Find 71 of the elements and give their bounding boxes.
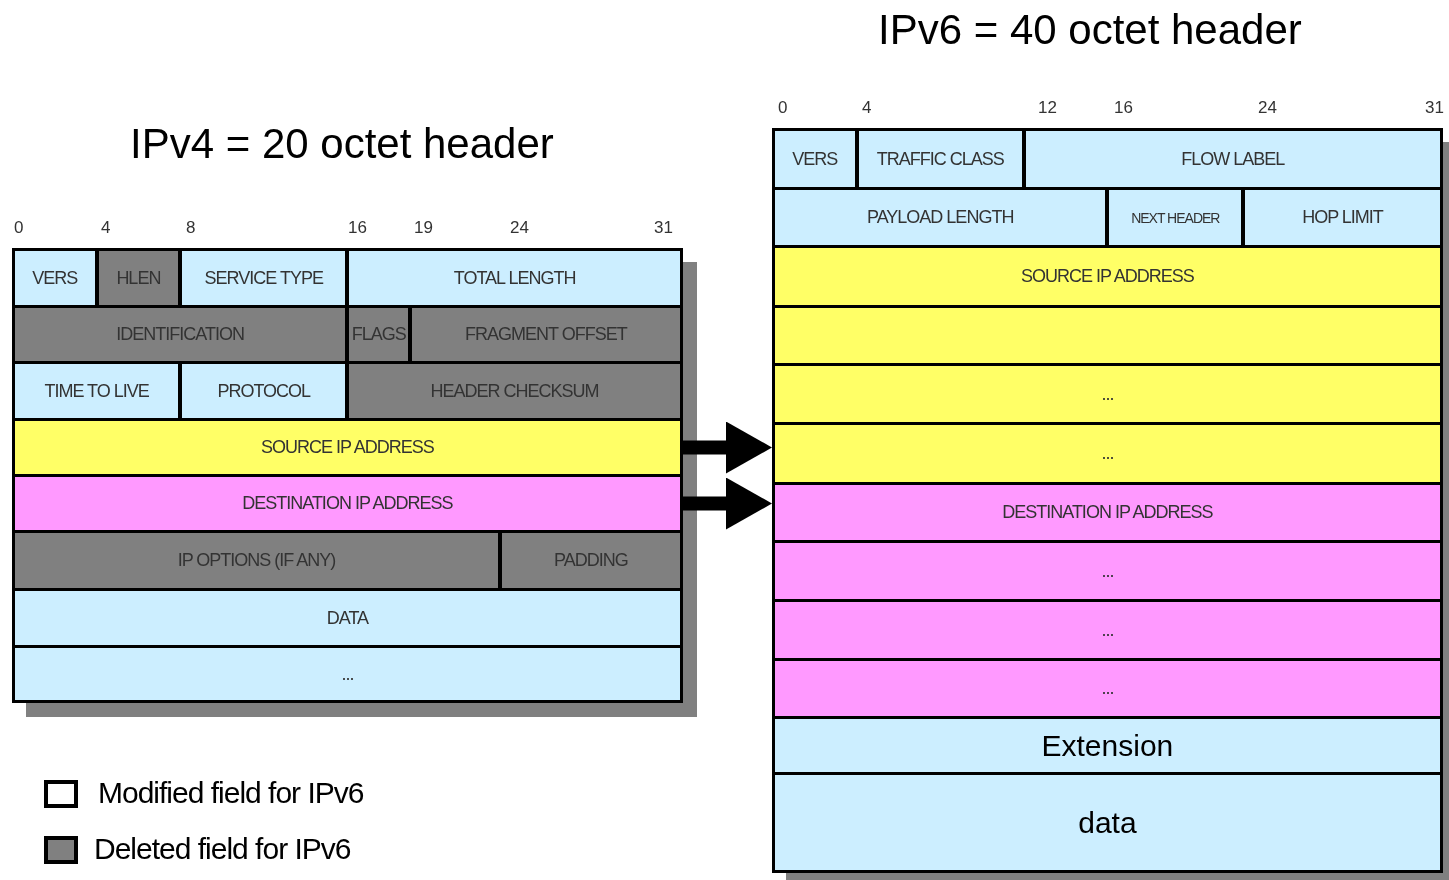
field-label: ... <box>1101 443 1114 464</box>
field-label: DATA <box>326 607 369 629</box>
header-title: IPv6 = 40 octet header <box>878 6 1302 54</box>
field-box <box>772 772 1443 873</box>
field-box <box>12 248 98 308</box>
field-label: FLOW LABEL <box>1181 148 1285 170</box>
field-label: TOTAL LENGTH <box>453 267 576 289</box>
legend-label: Deleted field for IPv6 <box>94 832 351 866</box>
field-label: ... <box>1101 560 1114 582</box>
field-box <box>772 716 1443 775</box>
field-box <box>346 361 683 421</box>
field-label: FRAGMENT OFFSET <box>465 324 627 345</box>
bit-number: 19 <box>414 218 433 238</box>
field-box <box>772 245 1443 308</box>
field-label: IDENTIFICATION <box>116 324 245 345</box>
arrow <box>682 421 772 474</box>
field-label: ... <box>1101 678 1114 699</box>
field-label: ... <box>341 663 354 685</box>
field-label: HOP LIMIT <box>1302 207 1383 228</box>
field-box <box>772 599 1443 661</box>
bit-number: 12 <box>1038 98 1057 118</box>
field-box <box>1242 187 1443 248</box>
bit-number: 0 <box>14 218 24 238</box>
bit-number: 24 <box>510 218 529 238</box>
field-box <box>772 422 1443 485</box>
field-box <box>12 530 501 591</box>
field-label: SOURCE IP ADDRESS <box>261 437 434 458</box>
field-box <box>409 305 683 364</box>
bit-number: 0 <box>778 98 788 118</box>
bit-number: 24 <box>1258 98 1277 118</box>
bit-number: 4 <box>101 218 111 238</box>
field-box <box>772 363 1443 425</box>
field-label: DESTINATION IP ADDRESS <box>242 493 453 514</box>
bit-number: 31 <box>654 218 673 238</box>
field-label: Extension <box>1041 728 1174 763</box>
field-label: SERVICE TYPE <box>204 267 323 289</box>
field-label: PROTOCOL <box>217 380 311 402</box>
legend-label: Modified field for IPv6 <box>98 776 364 810</box>
field-label: IP OPTIONS (IF ANY) <box>177 550 336 571</box>
bit-number: 31 <box>1425 98 1444 118</box>
bit-number: 8 <box>186 218 196 238</box>
bit-number: 16 <box>1114 98 1133 118</box>
field-label: ... <box>1101 383 1114 405</box>
field-box <box>12 645 683 703</box>
field-label: HLEN <box>116 267 161 289</box>
field-label: SOURCE IP ADDRESS <box>1021 266 1194 287</box>
field-label: PADDING <box>554 550 628 571</box>
field-box <box>772 128 858 190</box>
field-box <box>772 482 1443 543</box>
field-label: NEXT HEADER <box>1131 209 1220 226</box>
field-box <box>12 588 683 648</box>
field-box <box>772 658 1443 719</box>
field-label: VERS <box>792 148 838 170</box>
empty-field-box <box>772 305 1443 366</box>
field-box <box>346 248 683 308</box>
bit-number: 16 <box>348 218 367 238</box>
field-label: TIME TO LIVE <box>44 380 149 402</box>
arrow <box>682 477 772 530</box>
field-box <box>12 418 683 477</box>
field-label: data <box>1078 805 1137 840</box>
field-label: ... <box>1101 619 1114 641</box>
field-label: DESTINATION IP ADDRESS <box>1002 502 1213 523</box>
bit-number: 4 <box>862 98 872 118</box>
field-label: VERS <box>32 267 78 289</box>
field-label: FLAGS <box>351 324 406 345</box>
field-label: PAYLOAD LENGTH <box>867 207 1014 228</box>
field-box <box>772 540 1443 602</box>
field-box <box>12 474 683 533</box>
header-title: IPv4 = 20 octet header <box>130 120 554 168</box>
field-label: TRAFFIC CLASS <box>876 148 1004 170</box>
field-label: HEADER CHECKSUM <box>430 380 599 402</box>
